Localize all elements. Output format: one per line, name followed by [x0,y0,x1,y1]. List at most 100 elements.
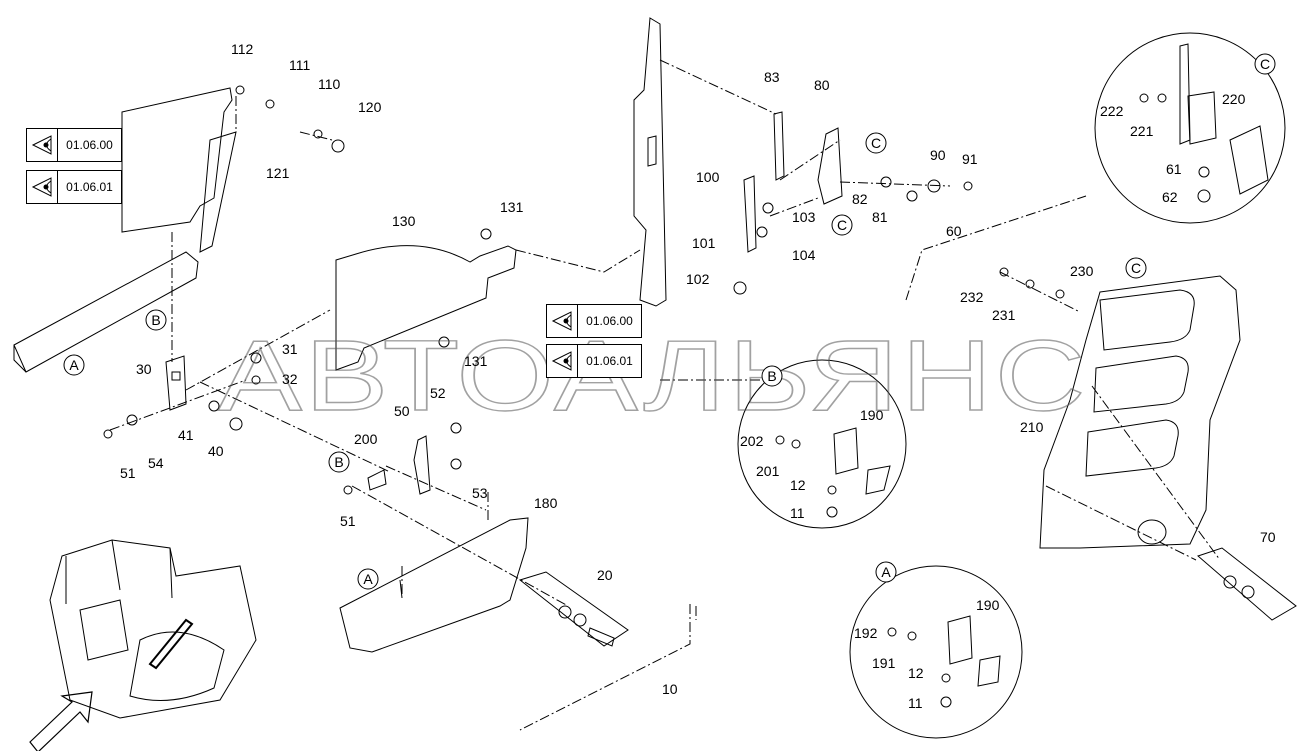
label-20: 20 [597,567,613,583]
label-70: 70 [1260,529,1276,545]
label-230: 230 [1070,263,1094,279]
label-53: 53 [472,485,488,501]
vertical-frame [633,17,667,307]
marker-a-bottom: A [357,568,379,590]
label-12b: 12 [908,665,924,681]
label-220: 220 [1222,91,1246,107]
marker-a-left: A [63,354,85,376]
bolt-set-20 [518,571,629,647]
label-131b: 131 [464,353,488,369]
label-121: 121 [266,165,290,181]
arrow-icon [29,691,93,751]
label-222: 222 [1100,103,1124,119]
label-30: 30 [136,361,152,377]
label-62: 62 [1162,189,1178,205]
label-130: 130 [392,213,416,229]
label-11b: 11 [908,695,923,711]
label-32: 32 [282,371,298,387]
label-180: 180 [534,495,558,511]
side-panel-210 [1039,275,1241,549]
label-12a: 12 [790,477,806,493]
reference-box[interactable]: 01.06.00 [26,128,122,162]
eye-icon [547,345,578,377]
label-82: 82 [852,191,868,207]
label-52: 52 [430,385,446,401]
detail-circle-b [737,359,907,529]
reference-box[interactable]: 01.06.01 [546,344,642,378]
cover-130 [335,245,517,371]
detail-circle-a [849,565,1023,739]
eye-icon [547,305,578,337]
label-11a: 11 [790,505,805,521]
label-40: 40 [208,443,224,459]
label-83: 83 [764,69,780,85]
label-192: 192 [854,625,878,641]
reference-box[interactable]: 01.06.01 [26,170,122,204]
label-61: 61 [1166,161,1182,177]
label-202: 202 [740,433,764,449]
label-60: 60 [946,223,962,239]
label-103: 103 [792,209,816,225]
part-labels: 112 111 110 120 121 130 131 131 30 31 32… [120,41,1276,711]
reference-number: 01.06.00 [66,138,113,152]
svg-text:B: B [334,454,343,470]
paver-machine-thumbnail [49,539,257,719]
cover-180 [339,517,529,653]
label-102: 102 [686,271,710,287]
eye-icon [27,171,58,203]
label-190b: 190 [976,597,1000,613]
label-100: 100 [696,169,720,185]
label-191: 191 [872,655,896,671]
label-91: 91 [962,151,978,167]
reference-number: 01.06.01 [66,180,113,194]
label-31: 31 [282,341,298,357]
marker-b-left: B [145,309,167,331]
watermark-text: АВТОАЛЬЯНС [218,320,1088,432]
svg-text:C: C [1260,56,1270,72]
label-200: 200 [354,431,378,447]
label-90: 90 [930,147,946,163]
marker-c-panel: C [1125,257,1147,279]
label-201: 201 [756,463,780,479]
label-110: 110 [318,76,341,92]
fasteners [103,85,1211,708]
label-131a: 131 [500,199,524,215]
reference-box[interactable]: 01.06.00 [546,304,642,338]
label-101: 101 [692,235,716,251]
label-51a: 51 [120,465,136,481]
clip-50 [413,435,431,495]
label-111: 111 [289,57,310,73]
marker-c-detail: C [1254,53,1276,75]
latch-rod-100 [743,175,757,253]
svg-text:C: C [837,217,847,233]
svg-text:A: A [881,564,891,580]
svg-text:A: A [363,571,373,587]
marker-b-mid: B [328,451,350,473]
reference-number: 01.06.01 [586,354,633,368]
upper-left-panel [13,87,237,373]
bracket-83 [773,111,785,181]
bolt-set-70 [1197,547,1297,621]
label-80: 80 [814,77,830,93]
assembly-lines [109,59,1221,731]
bracket-80 [817,127,843,205]
label-112: 112 [231,41,254,57]
svg-text:B: B [767,368,776,384]
label-210: 210 [1020,419,1044,435]
eye-icon [27,129,58,161]
svg-text:C: C [1131,260,1141,276]
label-41: 41 [178,427,194,443]
marker-b-detail: B [761,365,783,387]
label-231: 231 [992,307,1016,323]
reference-number: 01.06.00 [586,314,633,328]
label-190a: 190 [860,407,884,423]
label-81: 81 [872,209,888,225]
detail-circle-c [1094,32,1286,224]
label-10: 10 [662,681,678,697]
label-50: 50 [394,403,410,419]
marker-c-80: C [865,132,887,154]
marker-a-detail: A [875,561,897,583]
svg-text:A: A [69,357,79,373]
svg-text:C: C [871,135,881,151]
